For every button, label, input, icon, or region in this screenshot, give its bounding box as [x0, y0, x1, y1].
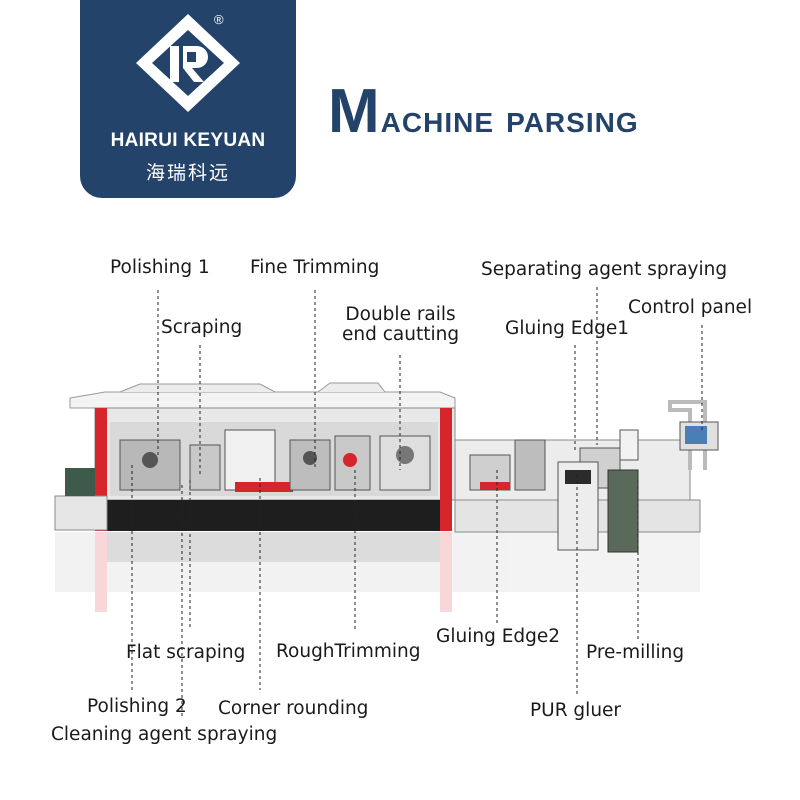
brand-name-cn: 海瑞科远: [145, 162, 230, 184]
registered-mark: ®: [214, 12, 224, 27]
label-flat-scraping: Flat scraping: [126, 642, 246, 663]
label-double-rails-end-cutting: Double rails end cautting: [342, 305, 459, 345]
machine-reflection: [55, 532, 700, 612]
label-fine-trimming: Fine Trimming: [250, 257, 380, 278]
label-scraping: Scraping: [161, 317, 243, 338]
label-pur-gluer: PUR gluer: [530, 700, 622, 721]
title-first-letter: M: [328, 77, 381, 146]
label-pre-milling: Pre-milling: [586, 642, 685, 663]
label-polishing-2: Polishing 2: [87, 696, 187, 717]
edge-banding-machine: [54, 382, 719, 612]
label-separating-agent-spraying: Separating agent spraying: [481, 259, 728, 280]
label-corner-rounding: Corner rounding: [218, 698, 369, 719]
brand-name-en: HAIRUI KEYUAN: [110, 130, 266, 151]
label-gluing-edge-1: Gluing Edge1: [505, 318, 630, 339]
brand-mark-icon: [136, 14, 240, 112]
label-double-rails-line1: Double rails: [345, 304, 456, 325]
label-cleaning-agent-spraying: Cleaning agent spraying: [51, 724, 278, 745]
title-rest: achine parsing: [380, 97, 639, 141]
page-title: Machine parsing: [328, 76, 639, 147]
label-rough-trimming: RoughTrimming: [276, 641, 421, 662]
brand-logo: ® HAIRUI KEYUAN 海瑞科远: [80, 0, 296, 198]
label-control-panel: Control panel: [628, 297, 753, 318]
label-double-rails-line2: end cautting: [342, 324, 460, 345]
label-gluing-edge-2: Gluing Edge2: [436, 626, 561, 647]
label-polishing-1: Polishing 1: [110, 257, 210, 278]
